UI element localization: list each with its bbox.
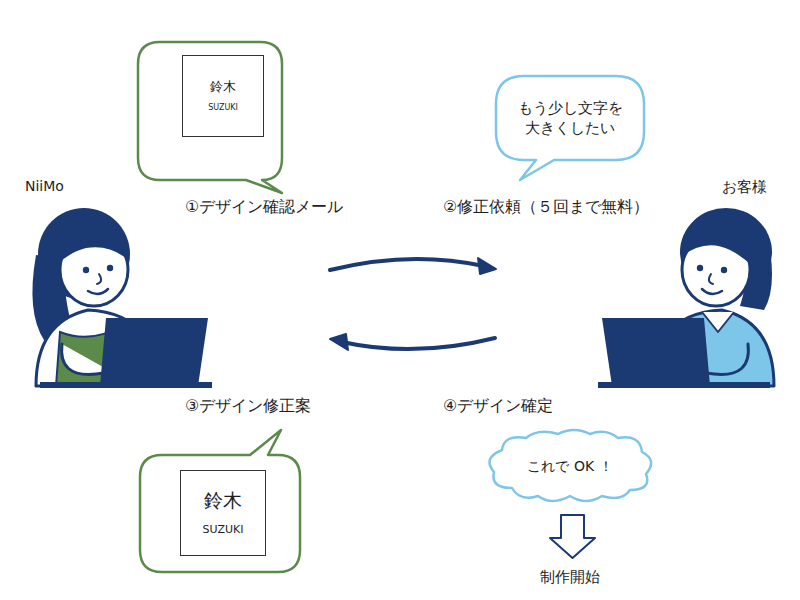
node-subtext: SUZUKI — [208, 103, 238, 114]
cloud-outline — [490, 430, 652, 501]
step-caption: ③デザイン修正案 — [185, 396, 311, 415]
result-caption: 制作開始 — [540, 568, 600, 586]
step-caption: ①デザイン確認メール — [185, 197, 343, 216]
person-name: NiiMo — [25, 178, 64, 195]
node-subtext: SUZUKI — [203, 523, 244, 538]
green-speech-bubble — [138, 42, 282, 193]
send-arrow — [330, 259, 484, 270]
node-text: もう少し文字を 大きくしたい — [508, 98, 632, 139]
speech-bubble: もう少し文字を 大きくしたい — [496, 76, 644, 160]
node-text: 鈴木 — [204, 488, 242, 514]
name-sample-box: 鈴木 SUZUKI — [182, 55, 264, 137]
hollow-down-arrow — [550, 515, 595, 558]
green-speech-bubble — [140, 430, 300, 572]
customer-illustration — [598, 208, 774, 388]
node-text: これで OK ！ — [527, 457, 612, 476]
bubble-outline — [496, 76, 644, 160]
return-arrow — [342, 338, 495, 349]
name-sample-box: 鈴木 SUZUKI — [180, 470, 266, 556]
thought-cloud: これで OK ！ — [482, 428, 658, 504]
staff-illustration — [32, 208, 212, 388]
bubble-outline — [496, 76, 644, 180]
arrow-head — [478, 258, 496, 274]
node-text: 鈴木 — [210, 78, 236, 96]
step-caption: ②修正依頼（５回まで無料） — [443, 197, 649, 216]
arrow-head — [330, 334, 348, 350]
person-name: お客様 — [722, 178, 767, 196]
step-caption: ④デザイン確定 — [443, 396, 553, 415]
